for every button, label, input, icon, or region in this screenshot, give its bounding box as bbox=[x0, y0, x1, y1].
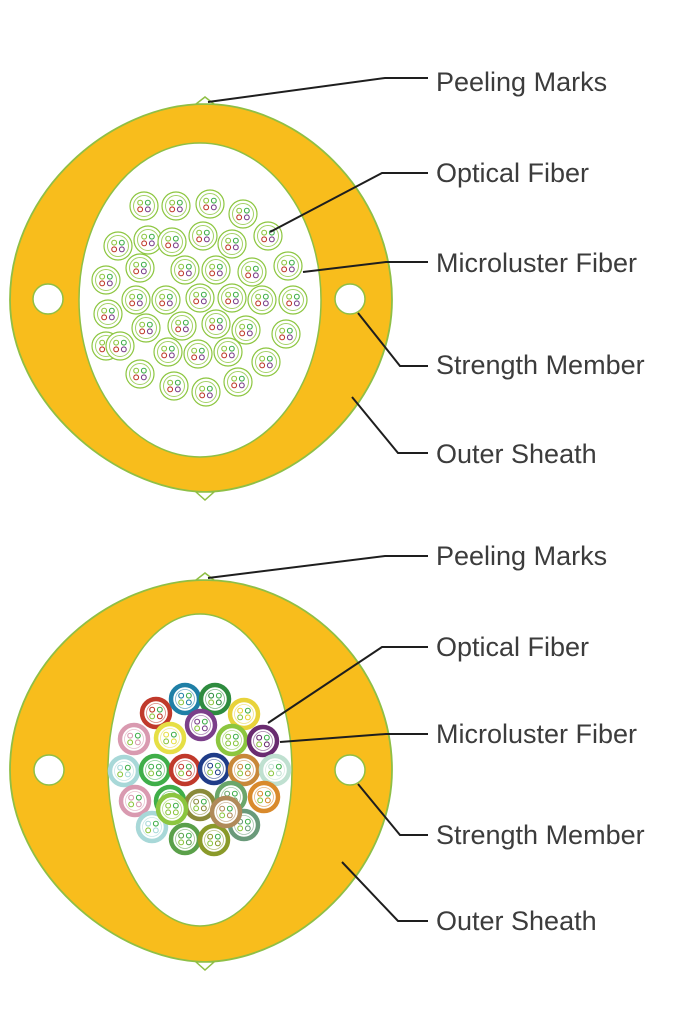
label-peeling-marks-bottom: Peeling Marks bbox=[436, 541, 608, 571]
leader-peeling-marks-top bbox=[207, 77, 428, 103]
fiber-bundle-top bbox=[273, 251, 303, 281]
fiber-bundle-bottom bbox=[184, 708, 218, 742]
cable-bottom bbox=[9, 555, 428, 972]
peeling-mark-top-lower bbox=[194, 491, 216, 502]
fiber-bundle-bottom bbox=[258, 753, 292, 787]
fiber-bundle-top bbox=[278, 285, 308, 315]
fiber-bundle-top bbox=[228, 199, 258, 229]
fiber-bundle-bottom bbox=[227, 697, 261, 731]
fiber-bundle-top bbox=[185, 283, 215, 313]
fiber-bundle-top bbox=[121, 285, 151, 315]
fiber-bundle-top bbox=[161, 191, 191, 221]
fiber-bundle-top bbox=[131, 313, 161, 343]
fiber-bundle-bottom bbox=[153, 721, 187, 755]
fiber-bundle-top bbox=[93, 299, 123, 329]
fiber-bundle-top bbox=[91, 265, 121, 295]
fiber-bundle-bottom bbox=[118, 784, 152, 818]
leader-strength-member-bottom bbox=[357, 783, 428, 836]
fiber-bundle-bottom bbox=[215, 723, 249, 757]
label-microcluster-fiber-bottom: Microluster Fiber bbox=[436, 719, 638, 749]
fiber-bundle-top bbox=[191, 377, 221, 407]
label-strength-member-bottom: Strength Member bbox=[436, 820, 645, 850]
fiber-bundle-bottom bbox=[168, 682, 202, 716]
leader-strength-member-top bbox=[357, 312, 428, 367]
fiber-bundle-top bbox=[217, 283, 247, 313]
fiber-bundle-bottom bbox=[107, 754, 141, 788]
fiber-bundle-bottom bbox=[198, 682, 232, 716]
cable-top bbox=[9, 77, 428, 502]
fiber-bundle-top bbox=[201, 309, 231, 339]
fiber-bundle-top bbox=[247, 285, 277, 315]
strength-member-bottom-right bbox=[334, 754, 366, 786]
fiber-bundle-top bbox=[105, 331, 135, 361]
peeling-mark-bottom-lower bbox=[194, 961, 216, 972]
leader-optical-fiber-bottom bbox=[267, 646, 428, 724]
fiber-bundle-top bbox=[133, 225, 163, 255]
label-outer-sheath-bottom: Outer Sheath bbox=[436, 906, 597, 936]
fiber-bundle-top bbox=[125, 359, 155, 389]
label-optical-fiber-bottom: Optical Fiber bbox=[436, 632, 590, 662]
label-strength-member-top: Strength Member bbox=[436, 350, 645, 380]
fiber-bundle-bottom bbox=[227, 753, 261, 787]
fiber-bundle-bottom bbox=[117, 722, 151, 756]
leader-peeling-marks-bottom bbox=[207, 555, 428, 579]
fiber-bundles-bottom bbox=[107, 682, 292, 857]
fiber-bundle-top bbox=[151, 285, 181, 315]
fiber-bundle-bottom bbox=[209, 795, 243, 829]
fiber-bundle-top bbox=[153, 337, 183, 367]
fiber-bundle-bottom bbox=[246, 724, 280, 758]
strength-member-top-left bbox=[32, 283, 64, 315]
fiber-bundle-top bbox=[231, 315, 261, 345]
label-outer-sheath-top: Outer Sheath bbox=[436, 439, 597, 469]
fiber-bundle-bottom bbox=[247, 780, 281, 814]
fiber-bundle-bottom bbox=[168, 822, 202, 856]
fiber-bundles-top bbox=[91, 189, 308, 407]
fiber-bundle-top bbox=[167, 311, 197, 341]
fiber-bundle-top bbox=[188, 221, 218, 251]
fiber-bundle-top bbox=[223, 367, 253, 397]
fiber-bundle-top bbox=[217, 229, 247, 259]
fiber-bundle-bottom bbox=[138, 753, 172, 787]
fiber-bundle-top bbox=[170, 255, 200, 285]
peeling-mark-top-upper bbox=[193, 96, 217, 105]
fiber-bundle-top bbox=[253, 221, 283, 251]
fiber-bundle-top bbox=[201, 255, 231, 285]
fiber-bundle-top bbox=[157, 227, 187, 257]
fiber-bundle-top bbox=[183, 339, 213, 369]
fiber-bundle-bottom bbox=[197, 823, 231, 857]
fiber-bundle-top bbox=[103, 231, 133, 261]
label-microcluster-fiber-top: Microluster Fiber bbox=[436, 248, 638, 278]
fiber-bundle-top bbox=[129, 191, 159, 221]
strength-member-bottom-left bbox=[33, 754, 65, 786]
label-peeling-marks-top: Peeling Marks bbox=[436, 67, 608, 97]
strength-member-top-right bbox=[334, 283, 366, 315]
fiber-bundle-top bbox=[195, 189, 225, 219]
leader-microcluster-fiber-bottom bbox=[279, 733, 428, 743]
leader-microcluster-fiber-top bbox=[302, 261, 428, 273]
label-optical-fiber-top: Optical Fiber bbox=[436, 158, 590, 188]
fiber-bundle-top bbox=[251, 347, 281, 377]
fiber-bundle-top bbox=[213, 337, 243, 367]
fiber-bundle-top bbox=[271, 319, 301, 349]
fiber-bundle-bottom bbox=[183, 788, 217, 822]
fiber-bundle-top bbox=[159, 371, 189, 401]
fiber-bundle-top bbox=[125, 253, 155, 283]
leader-outer-sheath-bottom bbox=[341, 861, 428, 922]
peeling-mark-bottom-upper bbox=[193, 572, 217, 581]
fiber-bundle-bottom bbox=[197, 752, 231, 786]
fiber-bundle-bottom bbox=[135, 810, 169, 844]
fiber-bundle-bottom bbox=[139, 696, 173, 730]
fiber-bundle-bottom bbox=[168, 753, 202, 787]
fiber-bundle-bottom bbox=[155, 792, 189, 826]
leader-outer-sheath-top bbox=[351, 396, 428, 454]
fiber-bundle-top bbox=[237, 257, 267, 287]
leader-optical-fiber-top bbox=[269, 172, 428, 233]
